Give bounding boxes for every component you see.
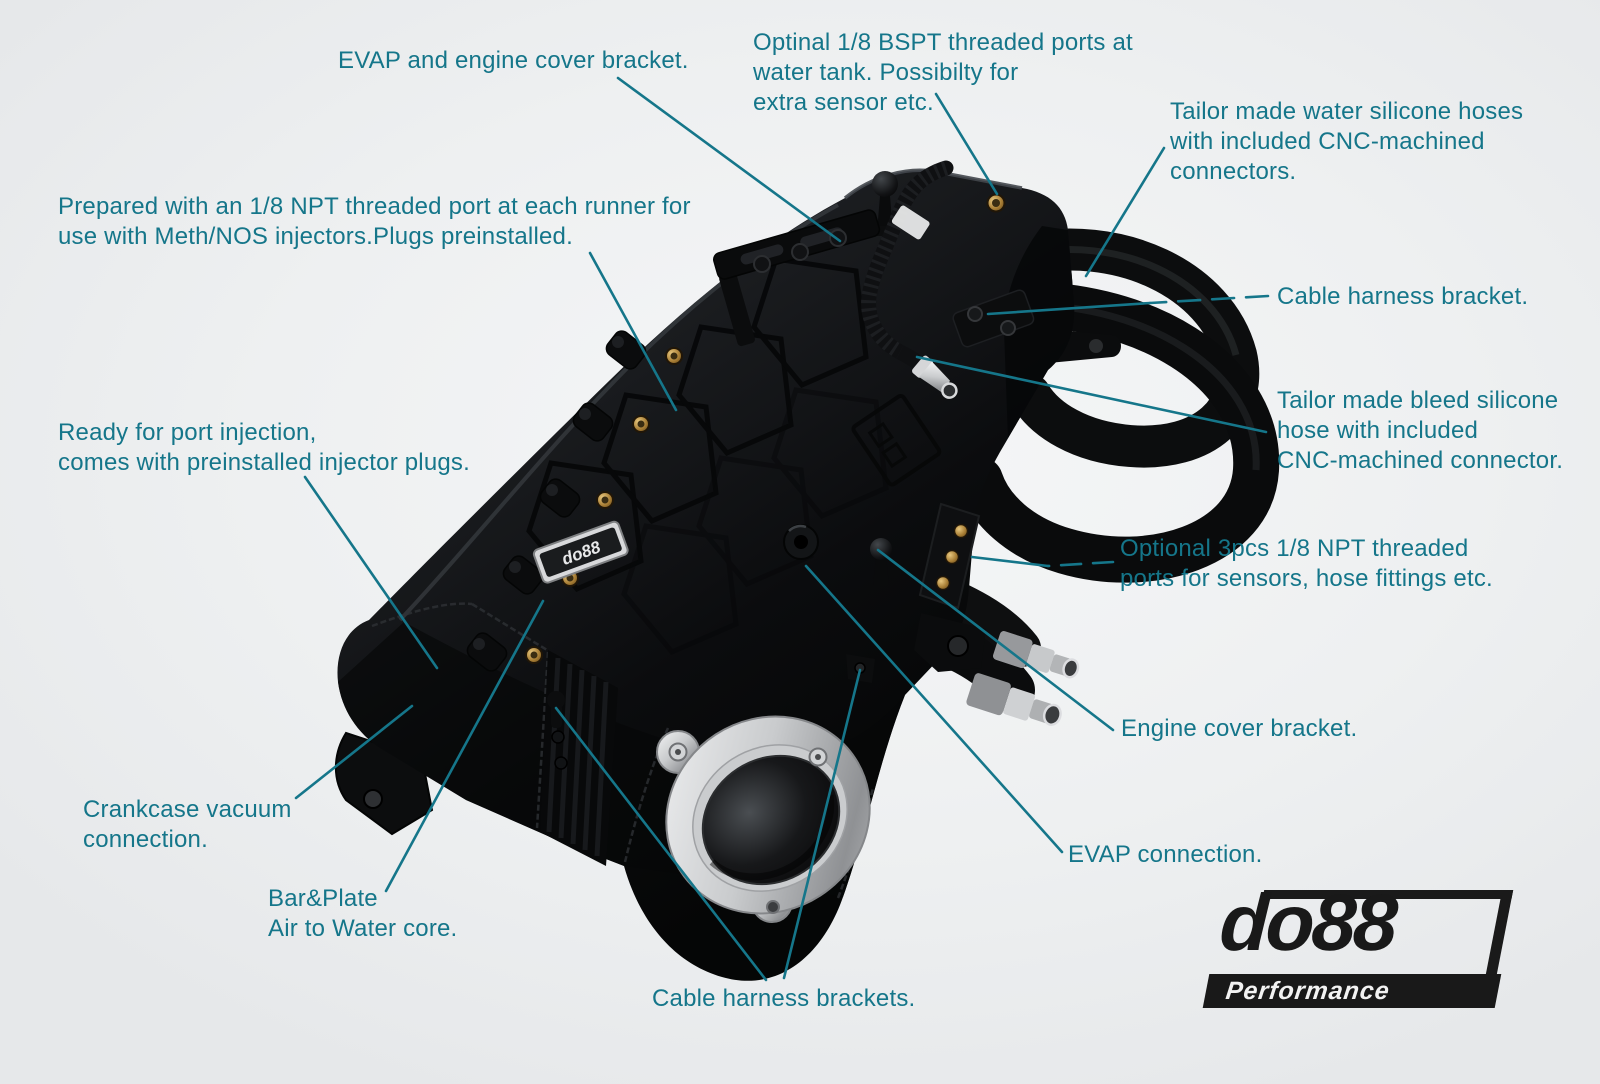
callout-water-hoses: Tailor made water silicone hoses with in…: [1170, 98, 1524, 185]
leader-crankcase: [294, 704, 414, 800]
cnc-fittings: [966, 631, 1080, 726]
leader-evap-bracket: [616, 76, 842, 243]
leader-lines: [294, 76, 1270, 982]
logo-brand-text: do88: [1217, 878, 1398, 967]
bspt-port: [986, 193, 1006, 213]
evap-engine-cover-bracket: [713, 209, 881, 347]
injector-plugs: [466, 330, 647, 672]
leader-npt-3pcs-dash: [1046, 560, 1115, 568]
sensor-ports-plate: [918, 502, 981, 610]
callout-cable-harness-brackets: Cable harness brackets.: [652, 985, 916, 1012]
leader-evap-connection: [804, 564, 1064, 854]
leader-npt-runner: [588, 251, 678, 412]
callout-engine-cover-bracket: Engine cover bracket.: [1121, 715, 1358, 742]
callout-cable-harness-bracket: Cable harness bracket.: [1277, 283, 1529, 310]
harness-pin-right: [846, 654, 875, 683]
leader-bspt-ports: [934, 92, 999, 196]
cable-harness-bracket-plate: [952, 289, 1035, 348]
do88-performance-logo: do88 Performance: [1202, 878, 1536, 1016]
callout-evap-connection: EVAP connection.: [1068, 841, 1263, 868]
leader-cable-brackets-left: [554, 706, 768, 982]
bleed-silicone-hose: [861, 160, 958, 399]
harness-pin-left: [547, 691, 568, 770]
water-tank-side: [1004, 226, 1075, 438]
leader-cable-bracket-dash: [1148, 294, 1270, 305]
callout-npt-runner-ports: Prepared with an 1/8 NPT threaded port a…: [58, 193, 691, 250]
evap-connection-boss: [783, 524, 819, 560]
intercooler-core: [540, 650, 618, 866]
leader-bleed-hose: [915, 355, 1268, 434]
callout-evap-engine-cover-bracket: EVAP and engine cover bracket.: [338, 47, 689, 74]
callout-port-injection: Ready for port injection, comes with pre…: [58, 419, 470, 476]
leader-cable-brackets-right: [782, 668, 862, 980]
leader-engine-cover: [876, 548, 1115, 732]
leader-cable-bracket: [986, 301, 1152, 316]
callout-bar-plate-core: Bar&Plate Air to Water core.: [268, 885, 458, 942]
hose-label-tag: [891, 205, 930, 240]
callout-bspt-ports: Optinal 1/8 BSPT threaded ports at water…: [753, 29, 1133, 116]
logo-tagline-bar: Performance: [1202, 974, 1502, 1008]
logo-tagline-text: Performance: [1224, 976, 1392, 1005]
callout-npt-3pcs-ports: Optional 3pcs 1/8 NPT threaded ports for…: [1120, 535, 1493, 592]
leader-port-injection: [303, 475, 439, 670]
callout-bleed-hose: Tailor made bleed silicone hose with inc…: [1277, 387, 1564, 474]
do88-badge: do88: [532, 520, 629, 584]
engine-cover-ball-stud: [870, 538, 892, 585]
leader-npt-3pcs: [970, 555, 1050, 568]
bracket-hole-tab: [914, 613, 986, 672]
runner-npt-ports: [525, 347, 683, 664]
throttle-inlet-flange: [656, 715, 871, 923]
leader-water-hoses: [1084, 146, 1166, 278]
leader-bar-plate: [384, 599, 545, 893]
callout-crankcase-vacuum: Crankcase vacuum connection.: [83, 796, 292, 853]
embossed-logo: [851, 394, 942, 487]
